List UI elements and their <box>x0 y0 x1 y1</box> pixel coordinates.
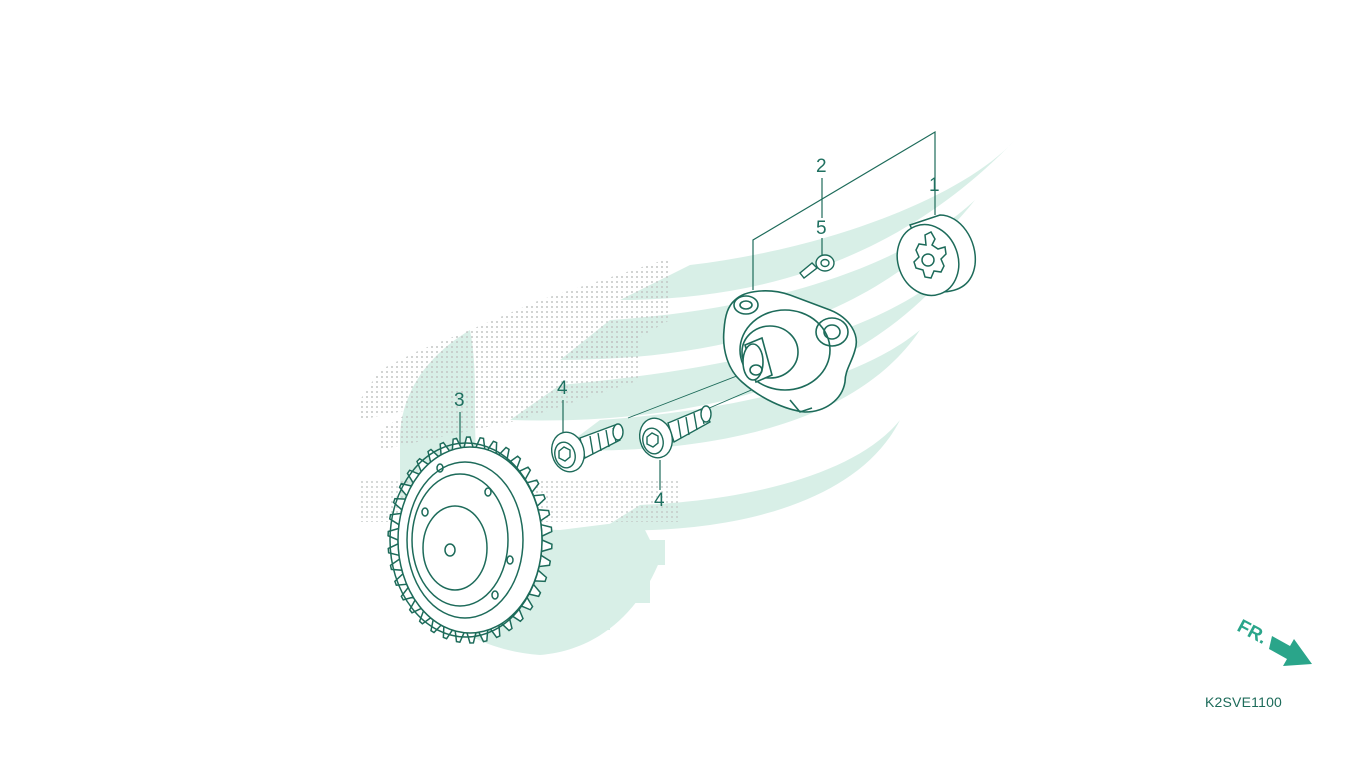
callout-4a: 4 <box>557 378 568 399</box>
callout-3: 3 <box>454 390 465 411</box>
callout-4b: 4 <box>654 490 665 511</box>
callouts: 1 2 3 4 4 5 <box>454 156 940 511</box>
part-4-bolt-b <box>639 405 712 459</box>
part-1-rotor <box>896 214 976 297</box>
callout-5: 5 <box>816 218 827 239</box>
part-4-bolt-a <box>551 423 624 473</box>
front-direction-indicator: FR. <box>1234 616 1312 666</box>
part-3-gear <box>387 436 553 644</box>
callout-1: 1 <box>929 175 940 196</box>
arrow-right-down-icon <box>1269 636 1312 666</box>
fr-label: FR. <box>1234 616 1271 649</box>
part-5-bolt <box>799 254 835 279</box>
callout-2: 2 <box>816 156 827 177</box>
part-2-pump-body <box>722 290 857 413</box>
diagram-code: K2SVE1100 <box>1205 694 1283 710</box>
